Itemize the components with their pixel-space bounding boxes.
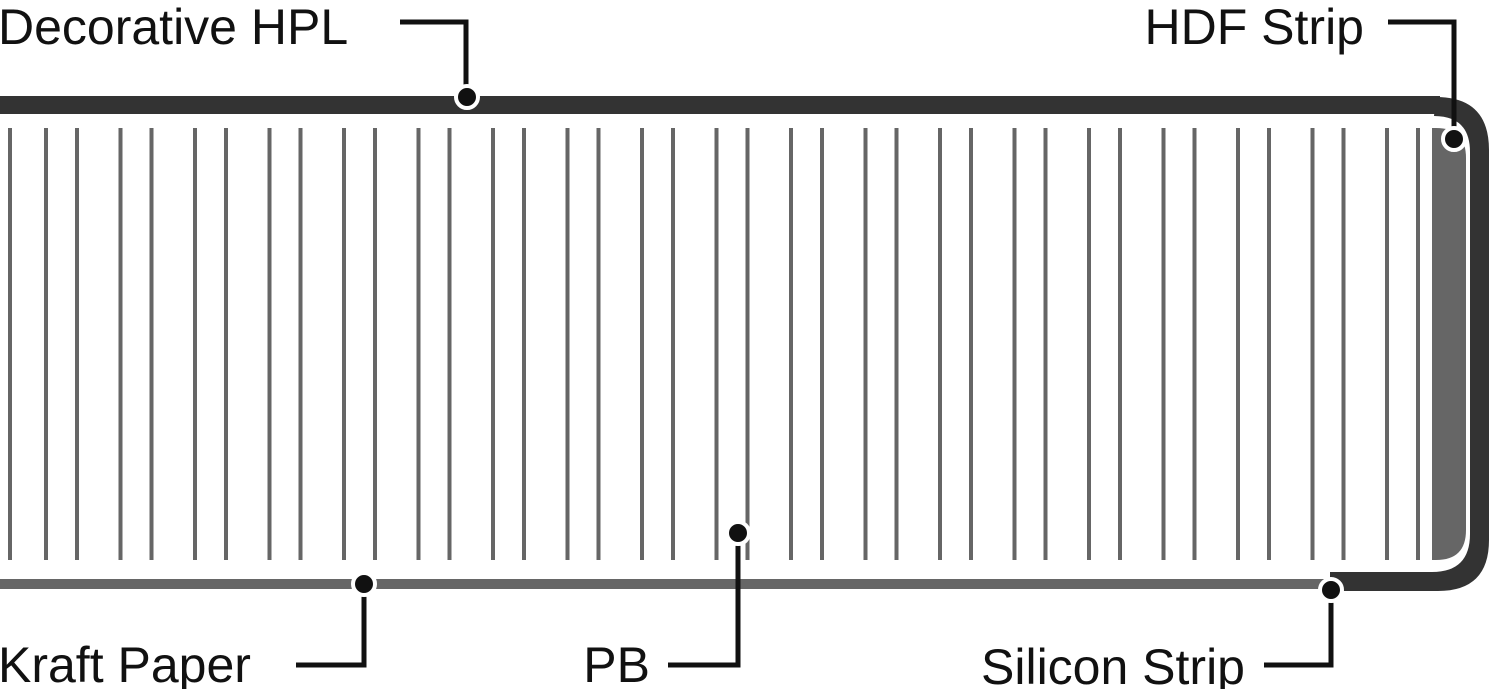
hdf-strip-layer: [1432, 128, 1466, 560]
decorative-hpl-label: Decorative HPL: [0, 0, 348, 55]
kraft-paper-label: Kraft Paper: [0, 637, 251, 689]
pb-leader: [668, 533, 741, 668]
kraft-paper-marker-icon: [351, 571, 377, 597]
silicon-strip-marker-icon: [1318, 577, 1344, 603]
kraft-paper-layer: [0, 579, 1330, 589]
decorative-hpl-layer: [0, 96, 1440, 114]
pb-marker-icon: [725, 520, 751, 546]
kraft-paper-leader: [296, 584, 367, 668]
pb-label: PB: [583, 637, 650, 689]
hdf-strip-label: HDF Strip: [1145, 0, 1364, 55]
hdf-strip-marker-icon: [1441, 126, 1467, 152]
decorative-hpl-leader: [400, 19, 469, 96]
pb-core-lines: [8, 128, 1420, 560]
silicon-strip-leader: [1264, 590, 1334, 668]
silicon-strip-layer: [1330, 97, 1489, 591]
decorative-hpl-marker-icon: [454, 84, 480, 110]
hdf-strip-leader: [1388, 19, 1457, 138]
silicon-strip-label: Silicon Strip: [981, 639, 1245, 689]
